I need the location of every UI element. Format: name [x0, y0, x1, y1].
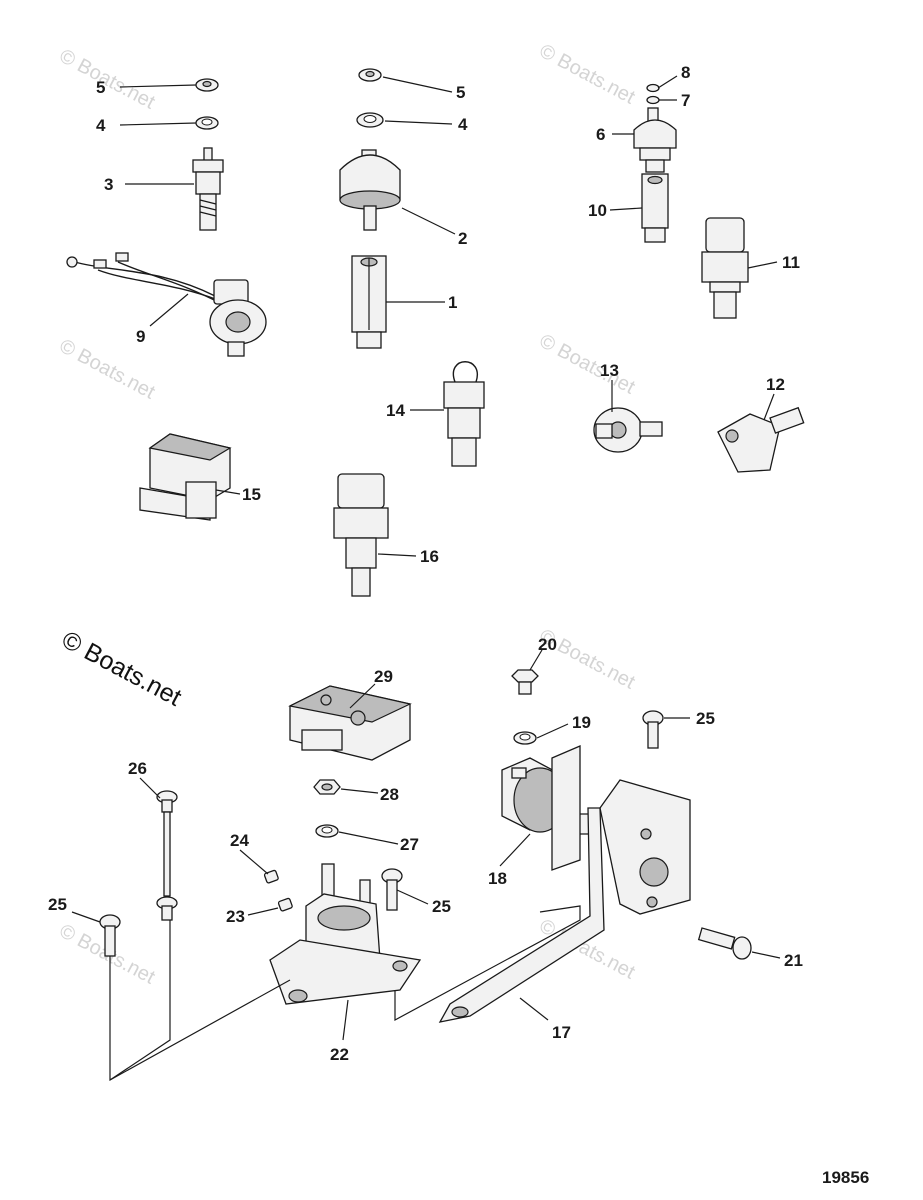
stud-icon: [156, 790, 178, 921]
callout-5: 5: [456, 83, 465, 102]
callout-20: 20: [538, 635, 557, 654]
bracket-icon: [438, 779, 691, 1023]
bolt-icon: [511, 669, 539, 695]
figure-number: 19856: [822, 1168, 869, 1187]
callout-22: 22: [330, 1045, 349, 1064]
elbow-fitting-icon: [717, 406, 805, 473]
callout-7: 7: [681, 91, 690, 110]
watermark: © Boats.net: [536, 40, 639, 109]
callout-23: 23: [226, 907, 245, 926]
watermark-main: © Boats.net: [57, 626, 186, 712]
callout-25: 25: [432, 897, 451, 916]
watermark: © Boats.net: [56, 45, 159, 114]
callout-25: 25: [48, 895, 67, 914]
callout-1: 1: [448, 293, 457, 312]
temperature-sensor-icon: [701, 217, 749, 319]
callout-15: 15: [242, 485, 261, 504]
callout-24: 24: [230, 831, 249, 850]
callout-6: 6: [596, 125, 605, 144]
callout-12: 12: [766, 375, 785, 394]
starter-solenoid-icon: [269, 863, 422, 1005]
standoff-extension-icon: [351, 255, 387, 349]
knock-sensor-icon: [593, 407, 663, 453]
lockwasher-icon: [513, 731, 537, 745]
connector-sensor-icon: [443, 361, 485, 467]
pressure-sender-icon: [339, 149, 401, 231]
callout-17: 17: [552, 1023, 571, 1042]
callout-28: 28: [380, 785, 399, 804]
callout-21: 21: [784, 951, 803, 970]
solenoid-icon: [501, 745, 593, 871]
washer-icon: [315, 824, 339, 838]
washer-icon: [195, 116, 219, 130]
screw-icon: [697, 927, 752, 960]
callout-19: 19: [572, 713, 591, 732]
nut-icon: [646, 83, 660, 93]
nut-icon: [313, 779, 341, 795]
callout-13: 13: [600, 361, 619, 380]
cover-icon: [288, 685, 412, 761]
callout-5: 5: [96, 78, 105, 97]
callout-18: 18: [488, 869, 507, 888]
callout-4: 4: [96, 116, 106, 135]
temperature-switch-icon: [192, 147, 224, 231]
washer-icon: [356, 112, 384, 128]
bolt-icon: [642, 710, 664, 749]
adapter-icon: [641, 173, 669, 243]
callout-8: 8: [681, 63, 690, 82]
callout-3: 3: [104, 175, 113, 194]
lockwasher-icon: [646, 95, 660, 105]
leader-lines: [71, 75, 781, 1082]
callouts: 5 4 3 9 5 4 2 1 8 7 6 10 11 13 12 14 15 …: [48, 63, 803, 1064]
callout-4: 4: [458, 115, 468, 134]
pressure-switch-icon: [633, 107, 677, 173]
callout-10: 10: [588, 201, 607, 220]
callout-9: 9: [136, 327, 145, 346]
watermark: © Boats.net: [536, 330, 639, 399]
callout-29: 29: [374, 667, 393, 686]
callout-26: 26: [128, 759, 147, 778]
bolt-icon: [381, 868, 403, 911]
callout-2: 2: [458, 229, 467, 248]
callout-27: 27: [400, 835, 419, 854]
relay-icon: [139, 433, 232, 521]
set-screw-icon: [277, 897, 293, 912]
temperature-sender-icon: [333, 473, 389, 597]
callout-16: 16: [420, 547, 439, 566]
callout-11: 11: [782, 253, 800, 272]
wiring-harness-icon: [66, 252, 267, 357]
callout-25: 25: [696, 709, 715, 728]
callout-14: 14: [386, 401, 405, 420]
nut-icon: [358, 68, 382, 82]
nut-icon: [195, 78, 219, 92]
